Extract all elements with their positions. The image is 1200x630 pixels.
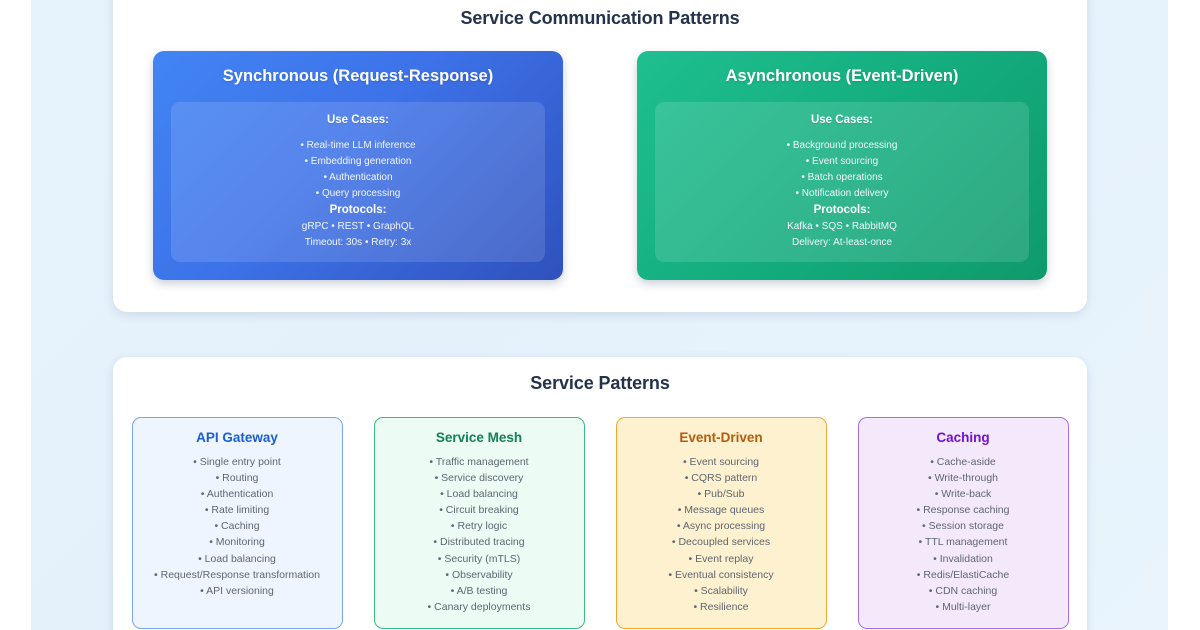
synchronous-footnote: Timeout: 30s • Retry: 3x [304, 237, 412, 248]
synchronous-details-panel: Use Cases: • Real-time LLM inference • E… [171, 102, 545, 262]
pattern-title-service-mesh: Service Mesh [435, 430, 523, 445]
service-patterns-panel: Service Patterns API Gateway • Single en… [113, 357, 1087, 630]
pattern-item: • Observability [445, 568, 513, 581]
asynchronous-use-case-item: • Batch operations [801, 172, 883, 183]
pattern-card-api-gateway[interactable]: API Gateway • Single entry point • Routi… [131, 417, 343, 629]
pattern-item: • Canary deployments [427, 600, 531, 613]
pattern-item: • Cache-aside [930, 456, 996, 468]
pattern-item: • Invalidation [933, 552, 993, 565]
asynchronous-footnote: Delivery: At-least-once [791, 237, 893, 248]
pattern-card-event-driven[interactable]: Event-Driven • Event sourcing • CQRS pat… [615, 417, 827, 629]
pattern-cards-row: API Gateway • Single entry point • Routi… [113, 417, 1087, 629]
asynchronous-protocols-heading: Protocols: [813, 204, 871, 216]
pattern-item: • A/B testing [450, 584, 508, 597]
synchronous-use-case-item: • Query processing [315, 188, 401, 199]
synchronous-card[interactable]: Synchronous (Request-Response) Use Cases… [153, 51, 563, 280]
pattern-item: • CDN caching [928, 584, 998, 597]
pattern-card-service-mesh[interactable]: Service Mesh • Traffic management • Serv… [373, 417, 585, 629]
pattern-item: • Distributed tracing [433, 536, 525, 549]
pattern-item: • Single entry point [193, 456, 281, 468]
pattern-item: • Decoupled services [671, 536, 771, 549]
pattern-title-event-driven: Event-Driven [679, 430, 763, 445]
synchronous-use-case-item: • Embedding generation [304, 156, 412, 167]
synchronous-use-case-item: • Real-time LLM inference [300, 140, 416, 151]
asynchronous-details-panel: Use Cases: • Background processing • Eve… [655, 102, 1029, 262]
pattern-item: • Rate limiting [204, 504, 270, 517]
synchronous-protocols-heading: Protocols: [329, 204, 387, 216]
pattern-item: • Multi-layer [935, 600, 991, 613]
pattern-item: • Response caching [916, 504, 1010, 517]
pattern-item: • Write-through [927, 472, 998, 485]
pattern-item: • Write-back [934, 488, 992, 501]
pattern-item: • Load balancing [440, 488, 518, 501]
synchronous-card-title: Synchronous (Request-Response) [222, 67, 494, 85]
pattern-item: • Caching [214, 520, 260, 533]
asynchronous-use-case-item: • Background processing [786, 140, 898, 151]
asynchronous-card[interactable]: Asynchronous (Event-Driven) Use Cases: •… [637, 51, 1047, 280]
patterns-section-title: Service Patterns [530, 373, 670, 393]
asynchronous-card-title: Asynchronous (Event-Driven) [725, 67, 959, 85]
pattern-item: • CQRS pattern [684, 472, 758, 485]
asynchronous-use-cases-heading: Use Cases: [810, 114, 873, 126]
pattern-item: • API versioning [200, 584, 274, 597]
pattern-title-api-gateway: API Gateway [196, 430, 278, 445]
pattern-item: • Redis/ElastiCache [916, 568, 1010, 581]
service-communication-panel: Service Communication Patterns Synchrono… [113, 0, 1087, 312]
synchronous-use-cases-heading: Use Cases: [326, 114, 389, 126]
pattern-item: • Eventual consistency [668, 568, 774, 581]
asynchronous-protocols-value: Kafka • SQS • RabbitMQ [787, 221, 897, 232]
communication-cards-row: Synchronous (Request-Response) Use Cases… [113, 51, 1087, 280]
synchronous-use-case-item: • Authentication [323, 172, 393, 183]
synchronous-protocols-value: gRPC • REST • GraphQL [301, 221, 415, 232]
pattern-item: • Pub/Sub [697, 488, 745, 501]
pattern-item: • Traffic management [429, 456, 529, 468]
asynchronous-use-case-item: • Notification delivery [795, 188, 889, 199]
pattern-item: • TTL management [918, 536, 1008, 549]
pattern-item: • Request/Response transformation [154, 568, 320, 581]
pattern-item: • Event replay [688, 552, 754, 565]
pattern-item: • Scalability [694, 584, 748, 597]
pattern-item: • Session storage [922, 520, 1004, 533]
pattern-item: • Load balancing [198, 552, 276, 565]
page-canvas: Service Communication Patterns Synchrono… [31, 0, 1168, 630]
pattern-card-caching[interactable]: Caching • Cache-aside • Write-through • … [857, 417, 1069, 629]
pattern-item: • Authentication [200, 488, 274, 501]
pattern-item: • Async processing [676, 520, 766, 533]
pattern-item: • Monitoring [209, 536, 265, 549]
pattern-item: • Routing [215, 472, 259, 485]
pattern-item: • Circuit breaking [439, 504, 519, 517]
pattern-item: • Retry logic [450, 520, 508, 533]
communication-section-title: Service Communication Patterns [460, 8, 740, 28]
asynchronous-use-case-item: • Event sourcing [805, 156, 879, 167]
pattern-title-caching: Caching [936, 430, 990, 445]
pattern-item: • Security (mTLS) [437, 552, 521, 565]
pattern-item: • Message queues [677, 504, 765, 517]
pattern-item: • Service discovery [434, 472, 524, 485]
pattern-item: • Event sourcing [682, 456, 760, 468]
pattern-item: • Resilience [693, 600, 749, 613]
